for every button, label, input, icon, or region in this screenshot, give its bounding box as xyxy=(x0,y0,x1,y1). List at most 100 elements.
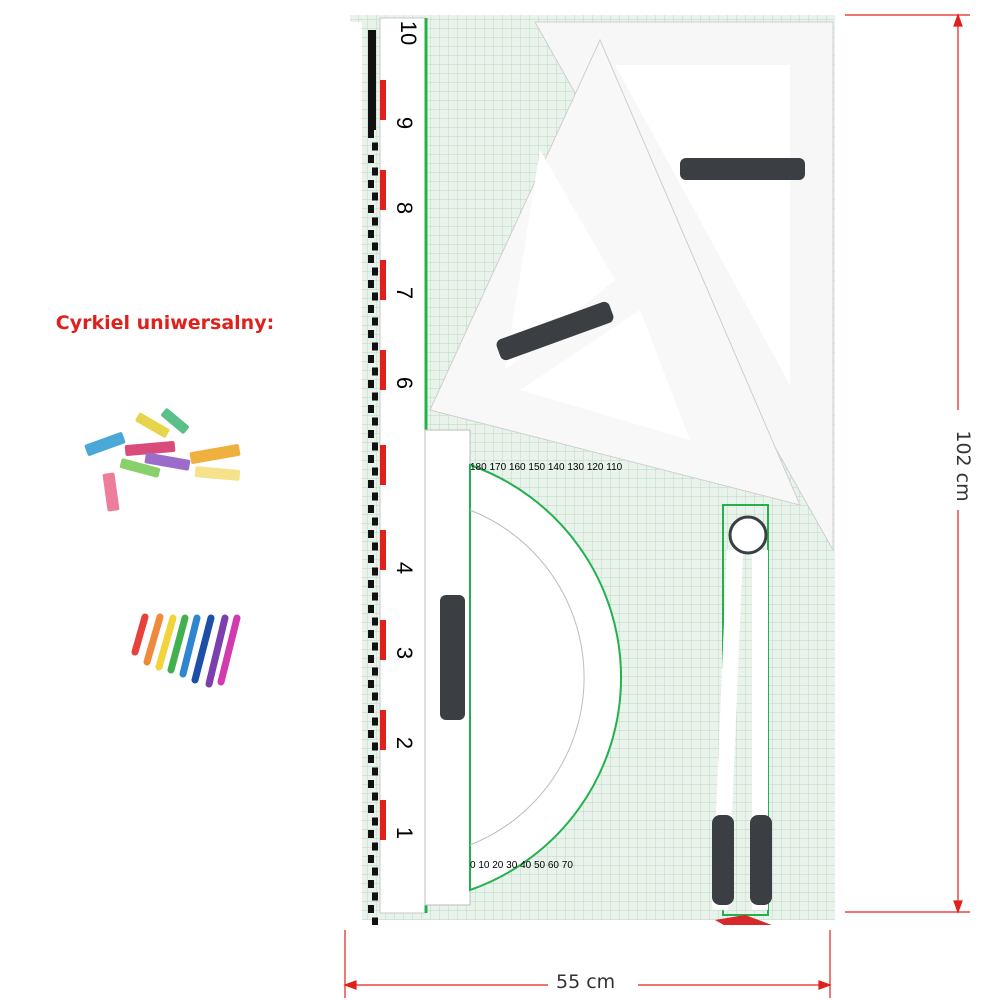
ruler-check-mark xyxy=(368,205,374,213)
protractor-label: 160 xyxy=(508,462,526,473)
ruler-red-mark xyxy=(380,710,386,750)
ruler-check-mark xyxy=(372,367,378,376)
ruler-check-mark xyxy=(372,642,378,651)
ruler-check-mark xyxy=(372,892,378,901)
protractor-label: 130 xyxy=(567,462,585,473)
ruler-check-mark xyxy=(372,417,378,426)
protractor-label: 150 xyxy=(528,462,546,473)
ruler-check-mark xyxy=(372,717,378,726)
caption-title: Cyrkiel uniwersalny: xyxy=(55,312,275,334)
ruler-check-mark xyxy=(368,755,374,763)
protractor-label: 60 xyxy=(547,860,559,871)
protractor-label: 170 xyxy=(489,462,507,473)
ruler-check-mark xyxy=(368,855,374,863)
ruler-check-mark xyxy=(372,817,378,826)
protractor xyxy=(424,429,622,906)
ruler-check-mark xyxy=(368,330,374,338)
ruler-red-mark xyxy=(380,80,386,120)
ruler-check-mark xyxy=(368,230,374,238)
ruler-check-mark xyxy=(368,555,374,563)
ruler-check-mark xyxy=(372,742,378,751)
ruler-check-mark xyxy=(372,267,378,276)
ruler-check-mark xyxy=(372,192,378,201)
chalk-sticks-icon xyxy=(84,408,241,512)
ruler-check-mark xyxy=(372,542,378,551)
ruler-red-mark xyxy=(380,260,386,300)
ruler-check-mark xyxy=(372,517,378,526)
ruler-check-mark xyxy=(372,442,378,451)
ruler-check-mark xyxy=(372,467,378,476)
protractor-label: 120 xyxy=(586,462,604,473)
ruler-check-mark xyxy=(368,580,374,588)
ruler-red-mark xyxy=(380,170,386,210)
drawing-board xyxy=(350,15,835,925)
protractor-label: 180 xyxy=(470,462,487,473)
ruler-check-mark xyxy=(372,392,378,401)
ruler-check-mark xyxy=(372,242,378,251)
ruler-check-mark xyxy=(372,867,378,876)
protractor-outer-labels: 180 170 160 150 140 130 120 110 xyxy=(470,462,630,473)
ruler-check-mark xyxy=(372,292,378,301)
medium-triangle xyxy=(429,38,801,506)
ruler-check-mark xyxy=(372,167,378,176)
ruler-check-mark xyxy=(368,505,374,513)
ruler-check-mark xyxy=(368,880,374,888)
ruler-check-mark xyxy=(372,767,378,776)
ruler-check-mark xyxy=(372,567,378,576)
ruler-check-mark xyxy=(368,480,374,488)
protractor-label: 0 xyxy=(470,860,476,871)
height-label: 102 cm xyxy=(952,430,974,502)
ruler-check-mark xyxy=(372,617,378,626)
protractor-label: 70 xyxy=(561,860,573,871)
ruler-check-mark xyxy=(372,217,378,226)
vertical-ruler xyxy=(350,17,428,925)
ruler-check-mark xyxy=(368,180,374,188)
ruler-check-mark xyxy=(372,592,378,601)
ruler-check-mark xyxy=(368,355,374,363)
width-label: 55 cm xyxy=(556,971,616,993)
protractor-inner-labels: 0 10 20 30 40 50 60 70 xyxy=(470,860,630,871)
ruler-check-mark xyxy=(372,492,378,501)
ruler-check-mark xyxy=(368,830,374,838)
ruler-check-mark xyxy=(372,692,378,701)
ruler-check-mark xyxy=(368,130,374,138)
ruler-check-mark xyxy=(368,805,374,813)
protractor-label: 40 xyxy=(520,860,532,871)
ruler-check-mark xyxy=(368,605,374,613)
ruler-red-mark xyxy=(380,350,386,390)
ruler-check-mark xyxy=(368,905,374,913)
protractor-label: 30 xyxy=(506,860,518,871)
ruler-check-mark xyxy=(372,142,378,151)
ruler-red-mark xyxy=(380,800,386,840)
ruler-check-mark xyxy=(368,430,374,438)
ruler-check-mark xyxy=(368,455,374,463)
ruler-check-mark xyxy=(368,380,374,388)
protractor-label: 110 xyxy=(606,462,623,473)
protractor-label: 10 xyxy=(478,860,490,871)
ruler-check-mark xyxy=(368,730,374,738)
ruler-check-mark xyxy=(368,255,374,263)
ruler-check-mark xyxy=(372,917,378,925)
ruler-check-mark xyxy=(368,705,374,713)
ruler-check-mark xyxy=(368,280,374,288)
ruler-check-mark xyxy=(368,680,374,688)
ruler-red-mark xyxy=(380,620,386,660)
ruler-check-mark xyxy=(368,405,374,413)
ruler-check-mark xyxy=(368,630,374,638)
ruler-check-mark xyxy=(368,780,374,788)
compass xyxy=(712,504,772,925)
ruler-check-mark xyxy=(368,305,374,313)
ruler-check-mark xyxy=(372,317,378,326)
ruler-red-mark xyxy=(380,530,386,570)
ruler-check-mark xyxy=(372,342,378,351)
ruler-check-mark xyxy=(368,530,374,538)
protractor-label: 50 xyxy=(533,860,546,871)
ruler-check-mark xyxy=(368,655,374,663)
ruler-red-mark xyxy=(380,445,386,485)
ruler-check-mark xyxy=(372,842,378,851)
ruler-check-mark xyxy=(372,792,378,801)
colored-markers-icon xyxy=(131,613,241,688)
ruler-check-mark xyxy=(368,155,374,163)
ruler-check-mark xyxy=(372,667,378,676)
